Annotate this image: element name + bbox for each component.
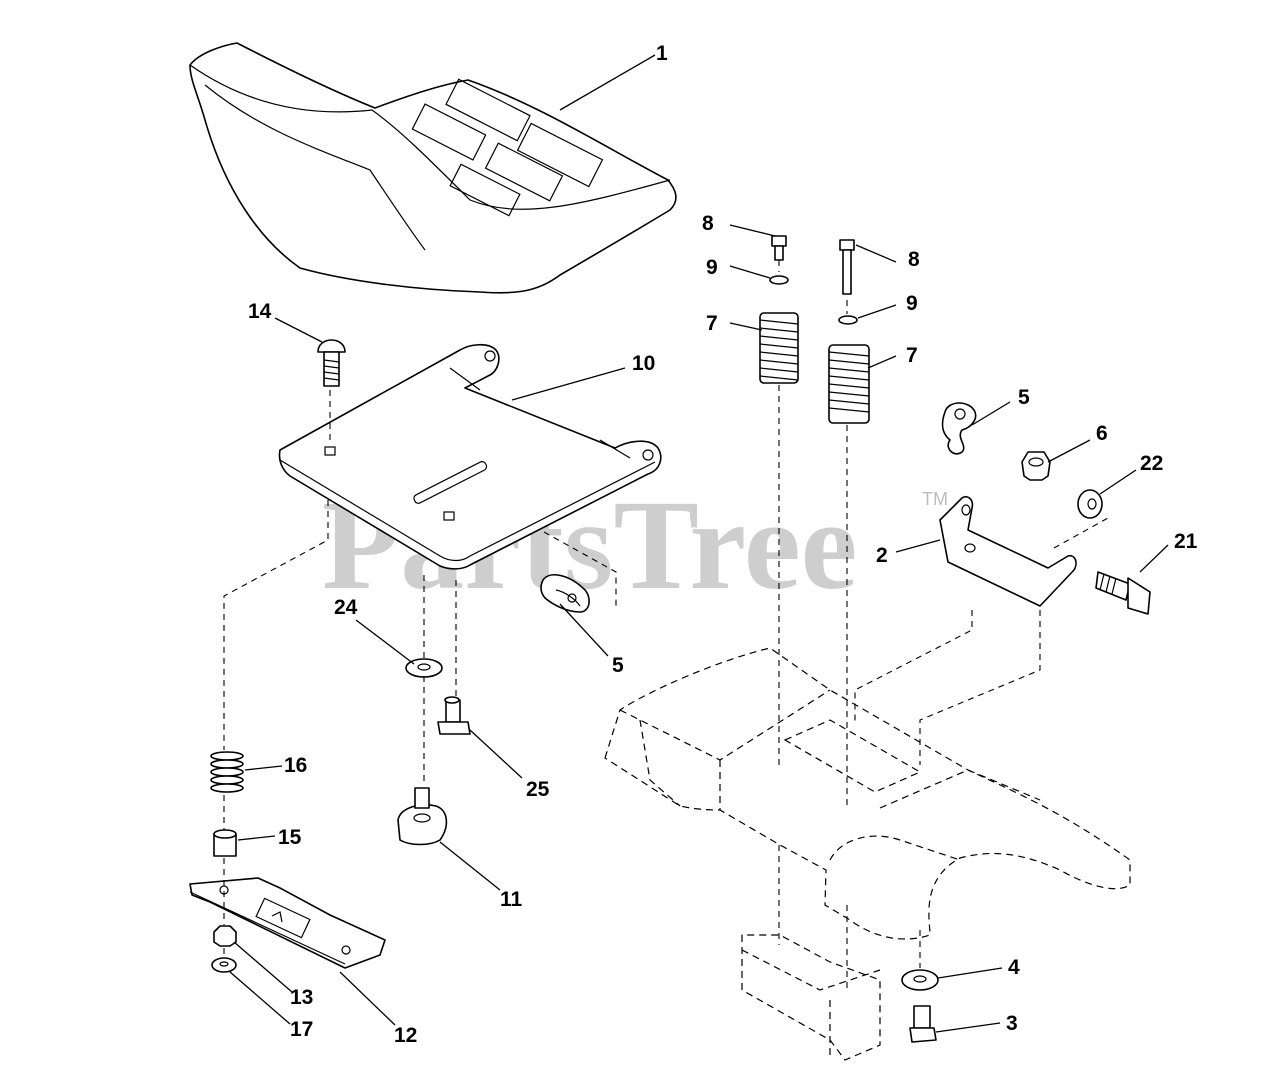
watermark-tm: TM [922, 489, 948, 509]
callout-13: 13 [290, 986, 313, 1009]
callout-14: 14 [248, 300, 272, 323]
callout-6: 6 [1096, 422, 1108, 445]
callout-9-left: 9 [706, 256, 718, 279]
seat-pan-part-10[interactable] [278, 343, 662, 570]
callout-labels: 1 10 14 8 9 7 8 9 7 5 6 22 21 2 5 24 25 … [248, 42, 1198, 1047]
callout-9-right: 9 [906, 292, 918, 315]
nut-part-13[interactable] [213, 925, 237, 947]
callout-7-right: 7 [906, 344, 918, 367]
callout-24: 24 [334, 596, 358, 619]
callout-22: 22 [1140, 452, 1163, 475]
fender-frame-ghost [604, 647, 1131, 1061]
callout-10: 10 [632, 352, 655, 375]
clip-part-5-right[interactable] [941, 402, 977, 455]
spring-part-7-left[interactable] [759, 312, 799, 384]
callout-7-left: 7 [706, 312, 718, 335]
callout-5-right: 5 [1018, 386, 1030, 409]
locknut-part-6[interactable] [1021, 451, 1051, 481]
spacer-part-15[interactable] [213, 829, 237, 857]
shoulder-bolt-part-25[interactable] [437, 696, 471, 735]
callout-25: 25 [526, 778, 550, 801]
bushing-part-22[interactable] [1077, 489, 1103, 519]
bolt-part-3[interactable] [909, 1005, 937, 1043]
washer-part-17[interactable] [211, 957, 237, 973]
alignment-lines [223, 260, 1109, 990]
callout-8-right: 8 [908, 248, 920, 271]
washer-part-9-left[interactable] [769, 275, 789, 285]
bracket-part-2[interactable] [939, 495, 1077, 607]
callout-1: 1 [656, 42, 668, 65]
carriage-bolt-part-14[interactable] [317, 339, 346, 387]
spring-part-7-right[interactable] [828, 344, 870, 424]
washer-part-9-right[interactable] [838, 315, 858, 325]
bolt-part-21[interactable] [1095, 571, 1151, 615]
plate-part-12[interactable] [189, 877, 386, 969]
seat-part-1[interactable] [189, 42, 677, 294]
callout-3: 3 [1006, 1012, 1018, 1035]
callout-15: 15 [278, 826, 302, 849]
callout-12: 12 [394, 1024, 417, 1047]
callout-11: 11 [500, 888, 523, 911]
callout-2: 2 [876, 544, 888, 567]
clip-part-5-left[interactable] [540, 574, 590, 613]
callout-8-left: 8 [702, 212, 714, 235]
leader-lines [229, 54, 1169, 1033]
spring-part-16[interactable] [210, 751, 244, 793]
callout-21: 21 [1174, 530, 1198, 553]
callout-16: 16 [284, 754, 307, 777]
callout-5-left: 5 [612, 654, 624, 677]
knob-part-11[interactable] [397, 787, 448, 846]
bolt-part-8-left[interactable] [771, 235, 787, 261]
washer-part-4[interactable] [901, 969, 939, 991]
bolt-part-8-right[interactable] [839, 239, 855, 295]
callout-17: 17 [290, 1018, 313, 1041]
callout-4: 4 [1008, 956, 1020, 979]
